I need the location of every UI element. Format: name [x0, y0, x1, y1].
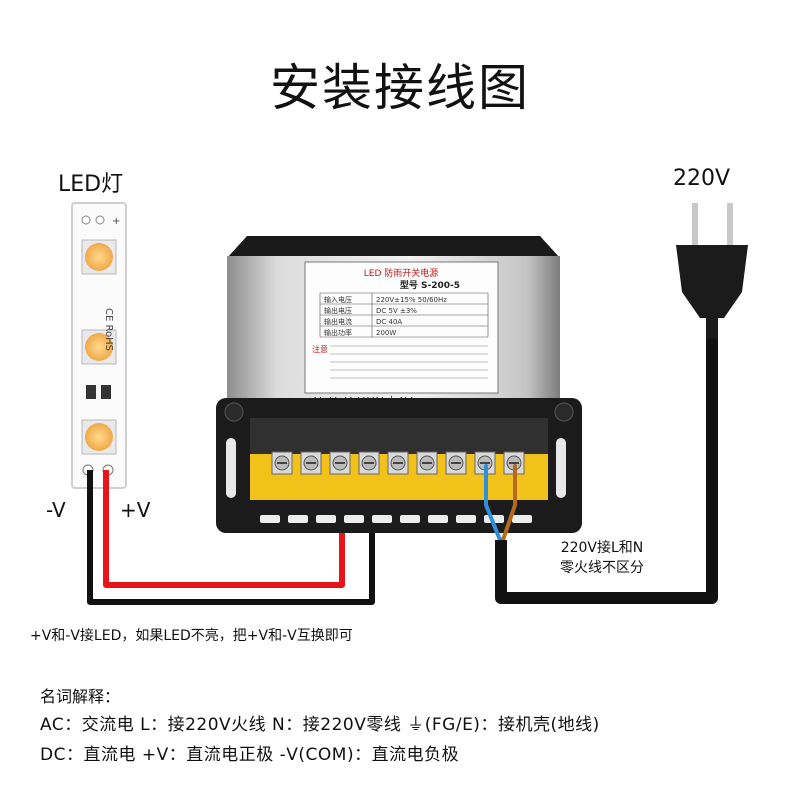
positive-terminal-label: +V — [120, 498, 151, 522]
spec-key: 输出电流 — [324, 317, 352, 326]
spec-value: 200W — [376, 329, 396, 337]
led-chip — [81, 329, 117, 365]
polarity-note: +V和-V接LED，如果LED不亮，把+V和-V互换即可 — [30, 628, 353, 644]
led-strip-title: LED灯 — [58, 172, 124, 197]
spec-model: 型号 S-200-5 — [400, 279, 460, 291]
ac-hint-line: 220V接L和N — [560, 540, 644, 556]
legend-heading: 名词解释： — [40, 687, 121, 706]
led-chip — [81, 419, 117, 455]
legend-ac-line: AC：交流电 L：接220V火线 N：接220V零线 ⏚(FG/E)：接机壳(地… — [40, 715, 600, 735]
spec-value: 220V±15% 50/60Hz — [376, 296, 447, 304]
page-title: 安装接线图 — [270, 59, 530, 117]
vent-slots — [260, 515, 532, 523]
power-supply: LED 防雨开关电源 型号 S-200-5 输入电压 220V±15% 50/6… — [216, 236, 582, 533]
negative-terminal-label: -V — [46, 498, 66, 522]
live-wire — [501, 464, 517, 542]
spec-value: DC 5V ±3% — [376, 307, 417, 315]
negative-wire — [87, 468, 375, 605]
led-strip: + CE RoHS — [71, 202, 127, 489]
legend-dc-line: DC：直流电 +V：直流电正极 -V(COM)：直流电负极 — [40, 745, 460, 765]
spec-value: DC 40A — [376, 318, 402, 326]
spec-label — [304, 261, 499, 394]
spec-key: 输出功率 — [324, 328, 352, 337]
neutral-wire — [484, 464, 502, 542]
power-cord — [495, 335, 718, 604]
notice-label: 注意 — [312, 344, 328, 354]
spec-label-title: LED 防雨开关电源 — [364, 267, 439, 279]
ac-input-title: 220V — [673, 166, 731, 191]
spec-table: 输入电压 220V±15% 50/60Hz 输出电压 DC 5V ±3% 输出电… — [319, 292, 489, 338]
svg-text:+: + — [112, 216, 120, 227]
strip-brand-text: CE RoHS — [103, 308, 114, 351]
led-chip — [81, 239, 117, 275]
terminal-screws — [271, 451, 525, 475]
ac-plug — [676, 203, 748, 338]
ac-wiring-hint: 220V接L和N 零火线不区分 — [542, 538, 662, 578]
spec-key: 输入电压 — [324, 295, 352, 304]
ac-hint-line: 零火线不区分 — [560, 560, 644, 576]
spec-key: 输出电压 — [324, 306, 352, 315]
